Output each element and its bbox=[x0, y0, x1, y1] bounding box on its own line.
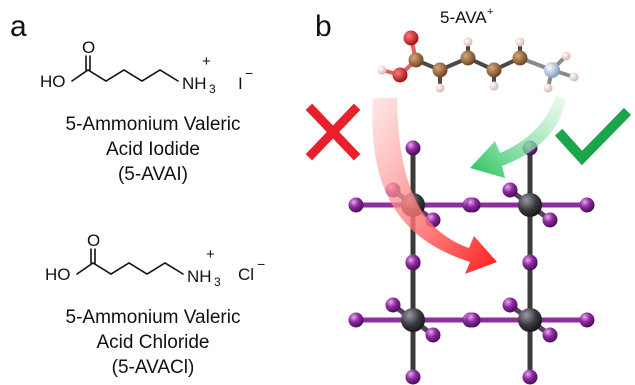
hydrogen-atom bbox=[435, 83, 445, 93]
carbon-atom bbox=[512, 50, 528, 66]
hydrogen-atom bbox=[463, 37, 473, 47]
iodine-atom bbox=[502, 182, 518, 198]
iodine-atom bbox=[385, 297, 401, 313]
iodide-plus: + bbox=[202, 53, 211, 70]
hydrogen-atom bbox=[569, 72, 579, 82]
hydrogen-atom bbox=[543, 83, 553, 93]
iodide-anion-charge: − bbox=[245, 65, 253, 81]
iodide-caption-line-1: 5-Ammonium Valeric bbox=[66, 114, 241, 135]
iodine-atom bbox=[522, 369, 538, 385]
chloride-plus: + bbox=[206, 246, 215, 263]
iodine-atom bbox=[579, 197, 595, 213]
molecule-charge: + bbox=[487, 6, 493, 18]
panel-a-letter: a bbox=[10, 10, 27, 43]
lead-atom bbox=[518, 193, 542, 217]
iodine-atom bbox=[348, 197, 364, 213]
hydrogen-atom bbox=[515, 37, 525, 47]
carbon-atom bbox=[460, 50, 476, 66]
red-cross-icon bbox=[305, 103, 361, 161]
green-curved-arrow bbox=[470, 96, 566, 178]
chloride-caption: 5-Ammonium Valeric Acid Chloride (5-AVAC… bbox=[66, 307, 241, 378]
carbon-atom bbox=[408, 52, 424, 68]
iodine-atom bbox=[542, 212, 558, 228]
iodine-atom bbox=[425, 327, 441, 343]
chloride-caption-line-1: 5-Ammonium Valeric bbox=[66, 307, 241, 328]
carbon-atom bbox=[486, 62, 502, 78]
chloride-structure: HO O + NH 3 Cl − bbox=[45, 231, 265, 289]
chloride-caption-line-2: Acid Chloride bbox=[97, 332, 210, 353]
chloride-caption-line-3: (5-AVACl) bbox=[112, 357, 195, 378]
hydrogen-atom bbox=[489, 81, 499, 91]
hydrogen-atom bbox=[377, 65, 387, 75]
iodine-atom bbox=[502, 297, 518, 313]
iodine-atom bbox=[522, 255, 538, 271]
iodide-structure: HO O + NH 3 I − bbox=[40, 38, 253, 96]
red-curved-arrow bbox=[372, 98, 497, 274]
chloride-ho-label: HO bbox=[45, 265, 71, 284]
molecule-label: 5-AVA bbox=[440, 8, 487, 27]
iodine-atom bbox=[579, 312, 595, 328]
iodide-o-label: O bbox=[82, 38, 95, 57]
iodine-atom bbox=[348, 312, 364, 328]
iodide-anion: I bbox=[238, 74, 243, 93]
iodide-caption: 5-Ammonium Valeric Acid Iodide (5-AVAI) bbox=[66, 114, 241, 185]
panel-b-letter: b bbox=[315, 10, 332, 43]
iodine-atom bbox=[405, 255, 421, 271]
lead-atom bbox=[401, 308, 425, 332]
hydrogen-atom bbox=[561, 51, 571, 61]
chloride-anion-charge: − bbox=[257, 256, 265, 272]
iodine-atom bbox=[465, 312, 481, 328]
iodine-atom bbox=[405, 140, 421, 156]
iodide-nh-subscript: 3 bbox=[209, 82, 216, 96]
chloride-chain bbox=[76, 262, 184, 275]
iodine-atom bbox=[405, 369, 421, 385]
iodide-ho-label: HO bbox=[40, 72, 66, 91]
oxygen-atom bbox=[392, 67, 408, 83]
iodide-caption-line-2: Acid Iodide bbox=[106, 139, 200, 160]
iodide-caption-line-3: (5-AVAI) bbox=[118, 164, 188, 185]
chloride-anion: Cl bbox=[238, 265, 254, 284]
chloride-nh-subscript: 3 bbox=[214, 275, 221, 289]
nitrogen-atom bbox=[544, 62, 560, 78]
iodine-atom bbox=[542, 327, 558, 343]
ava-molecule-model bbox=[377, 30, 579, 93]
green-check-icon bbox=[554, 107, 632, 166]
oxygen-atom bbox=[403, 30, 419, 46]
iodine-atom bbox=[465, 197, 481, 213]
lead-atom bbox=[518, 308, 542, 332]
iodide-nh-label: NH bbox=[182, 74, 207, 93]
chloride-nh-label: NH bbox=[187, 267, 212, 286]
carbon-atom bbox=[432, 62, 448, 78]
iodide-chain bbox=[71, 69, 179, 82]
chloride-o-label: O bbox=[87, 231, 100, 250]
